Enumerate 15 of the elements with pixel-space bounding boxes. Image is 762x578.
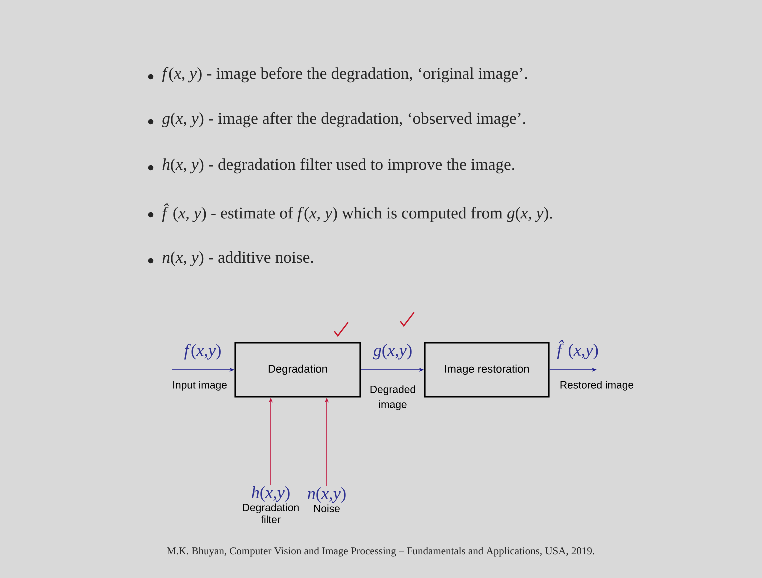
bullet-text: f̂(x, y) - estimate of f(x, y) which is computed from g(x, y). — [162, 204, 552, 222]
bullet-text: h(x, y) - degradation filter used to improve the image. — [162, 158, 514, 174]
bullet-text: n(x, y) - additive noise. — [162, 252, 314, 266]
edge-label: f(x,y) — [183, 343, 223, 361]
edge-label: f̂(x,y) — [556, 339, 600, 361]
input-label: n(x,y) Noise — [308, 488, 346, 512]
input-label: h(x,y) Degradation filter — [243, 486, 299, 524]
bullet-text: g(x, y) - image after the degradation, ‘observed image’. — [162, 112, 526, 128]
signal-label: Degraded image — [370, 386, 416, 410]
bullet-text: f(x, y) - image before the degradation, ‘original image’. — [162, 67, 528, 83]
citation: M.K. Bhuyan, Computer Vision and Image Processing – Fundamentals and Applications, USA, 2019. — [167, 547, 594, 557]
signal-label: Restored image — [560, 381, 634, 391]
edge-label: g(x,y) — [372, 343, 414, 361]
process-box: Image restoration — [424, 342, 550, 398]
process-box: Degradation — [234, 342, 362, 398]
